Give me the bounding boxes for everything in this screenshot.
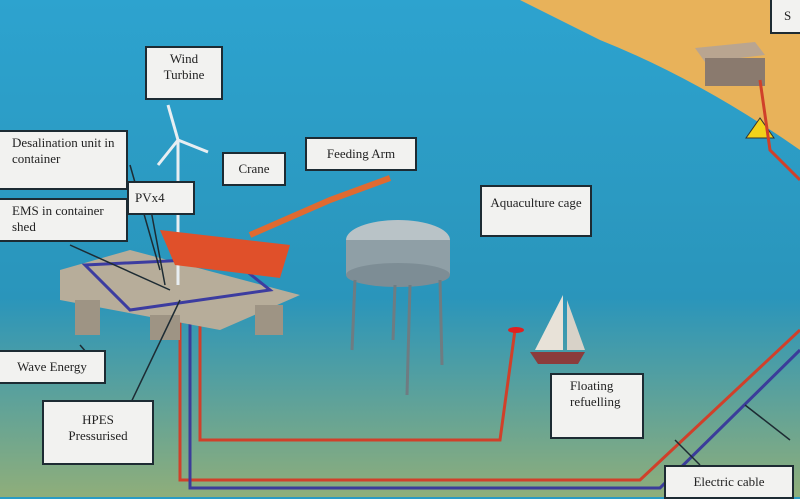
label-aquaculture-cage: Aquaculture cage — [480, 185, 592, 237]
label-pv: PVx4 — [127, 181, 195, 215]
label-crane: Crane — [222, 152, 286, 186]
label-hpes: HPES Pressurised — [42, 400, 154, 465]
label-ems: EMS in container shed — [0, 198, 128, 242]
refuelling-buoy — [508, 327, 524, 333]
vessel-with-crane — [160, 175, 392, 278]
label-wind-turbine: Wind Turbine — [145, 46, 223, 100]
shore-sand — [520, 0, 800, 150]
label-wave-energy: Wave Energy — [0, 350, 106, 384]
label-desalination-unit: Desalination unit in container — [0, 130, 128, 190]
label-shore-station: S — [770, 0, 800, 34]
label-electric-cable: Electric cable — [664, 465, 794, 499]
platform — [60, 250, 300, 340]
sailboat — [530, 295, 585, 364]
electric-cables — [178, 79, 800, 490]
aquaculture-cage — [346, 220, 450, 396]
shore-building — [695, 42, 765, 86]
label-floating-refuelling: Floating refuelling — [550, 373, 644, 439]
label-feeding-arm: Feeding Arm — [305, 137, 417, 171]
